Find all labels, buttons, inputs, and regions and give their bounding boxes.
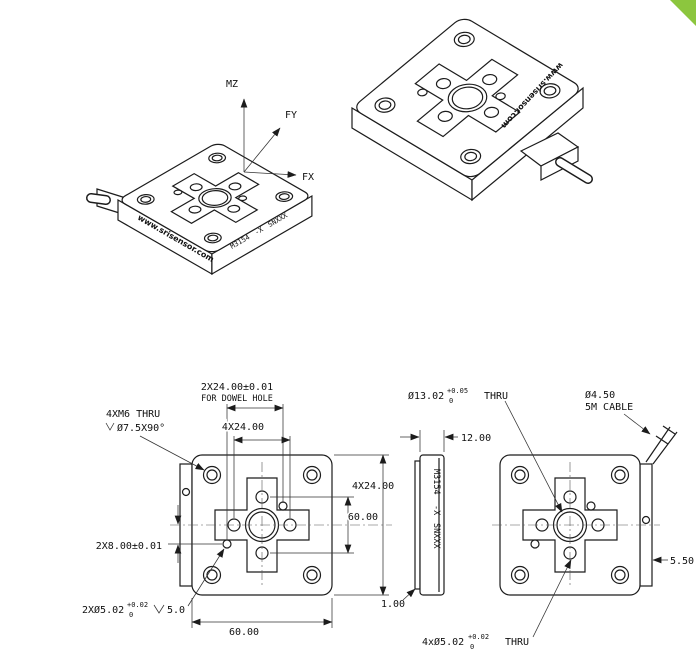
- dim-dowel-offset: 2X8.00±0.01: [96, 541, 162, 552]
- dim-width: 60.00: [229, 627, 259, 638]
- side-marking: M3154 -X SNXXX: [431, 469, 441, 549]
- dim-center-dia: Ø13.02: [408, 390, 444, 402]
- iso-view-left: www.srisensor.com M3154-XSNXXX MZ FY FX: [86, 79, 314, 276]
- dim-dowel-depth: 5.0: [167, 605, 185, 616]
- axes-triad: MZ FY FX: [226, 79, 314, 183]
- dim-center-tol-lower: 0: [449, 397, 453, 405]
- dim-holes-dia: 4xØ5.02: [422, 636, 464, 648]
- back-view: Ø13.02 +0.05 0 THRU Ø4.50 5M CABLE 5.50 …: [408, 387, 694, 651]
- iso-view-right: www.srisensor.com: [351, 15, 593, 202]
- dim-center-thru: THRU: [484, 391, 508, 402]
- dim-m6-countersink: Ø7.5X90°: [117, 422, 165, 434]
- dim-holes-tol-upper: +0.02: [468, 633, 489, 641]
- dim-center-tol-upper: +0.05: [447, 387, 468, 395]
- side-view: M3154 -X SNXXX 12.00 1.00: [381, 430, 491, 610]
- axis-label-fy: FY: [285, 110, 297, 121]
- dim-dowel-dia: 2XØ5.02: [82, 604, 124, 616]
- dim-tab-width: 5.50: [670, 556, 694, 567]
- dim-holes-tol-lower: 0: [470, 643, 474, 651]
- dim-dowel-note: FOR DOWEL HOLE: [201, 394, 273, 404]
- body-outline: [419, 454, 445, 596]
- dim-dowel-tol-upper: +0.02: [127, 601, 148, 609]
- axis-label-mz: MZ: [226, 79, 238, 90]
- corner-badge: [670, 0, 696, 26]
- dim-dowel-pitch: 2X24.00±0.01: [201, 382, 273, 393]
- dim-plate-thickness: 1.00: [381, 599, 405, 610]
- svg-text:SNXXX: SNXXX: [431, 523, 441, 549]
- svg-text:-X: -X: [431, 505, 441, 516]
- dim-dowel-tol-lower: 0: [129, 611, 133, 619]
- dim-height: 60.00: [348, 512, 378, 523]
- cover-plate: [414, 460, 421, 590]
- depth-icon: [153, 604, 165, 614]
- dim-hole-pitch-right: 4X24.00: [352, 481, 394, 492]
- cable: [645, 425, 678, 465]
- dim-cable-note: 5M CABLE: [585, 402, 633, 413]
- dim-holes-thru: THRU: [505, 637, 529, 648]
- dim-thickness: 12.00: [461, 433, 491, 444]
- svg-text:M3154: M3154: [431, 469, 441, 495]
- axis-label-fx: FX: [302, 172, 314, 183]
- dim-hole-pitch-top: 4X24.00: [222, 422, 264, 433]
- dim-cable-dia: Ø4.50: [585, 389, 615, 401]
- dim-m6-callout: 4XM6 THRU: [106, 409, 160, 420]
- front-view: 2X24.00±0.01 FOR DOWEL HOLE 4X24.00 4XM6…: [82, 382, 394, 638]
- countersink-icon: [105, 422, 115, 431]
